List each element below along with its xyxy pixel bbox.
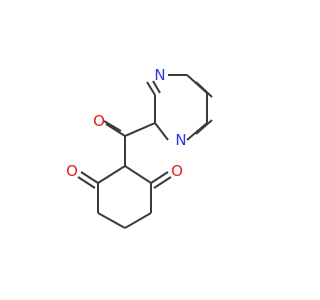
atom-labels: N N O O O <box>66 66 187 180</box>
nitrogen-atom-label: N <box>175 131 186 149</box>
bond <box>195 119 213 135</box>
molecule-structure-diagram: N N O O O <box>0 0 300 300</box>
background <box>0 0 300 300</box>
bonds <box>77 74 213 229</box>
bond <box>124 165 152 184</box>
bond <box>97 212 126 229</box>
bond <box>103 120 122 132</box>
bond <box>153 176 172 189</box>
bond <box>146 81 156 96</box>
oxygen-atom-label: O <box>171 162 183 180</box>
bond <box>80 171 99 184</box>
bond <box>154 122 169 141</box>
bond <box>105 123 126 137</box>
bond <box>195 81 213 98</box>
oxygen-atom-label: O <box>93 112 105 130</box>
bond <box>152 80 161 94</box>
bond <box>124 122 156 137</box>
bond <box>150 171 169 184</box>
oxygen-atom-label: O <box>66 162 78 180</box>
bond <box>124 212 152 229</box>
bond <box>186 122 208 141</box>
bond <box>97 165 126 184</box>
bond <box>77 176 96 189</box>
nitrogen-atom-label: N <box>154 66 165 84</box>
